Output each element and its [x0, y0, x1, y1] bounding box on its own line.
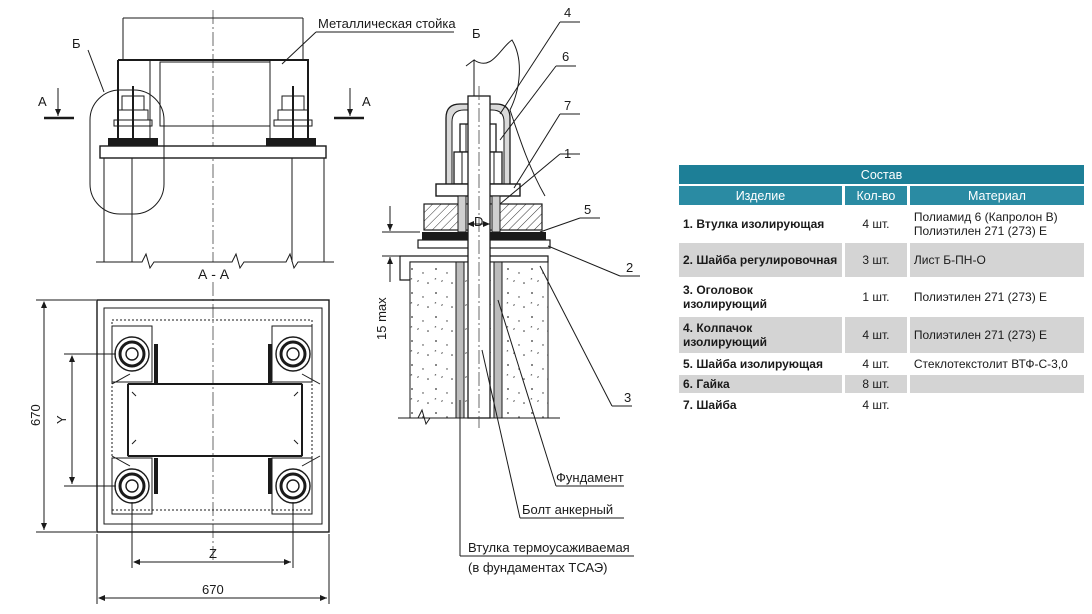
header-material: Материал [909, 186, 1084, 205]
cell-qty: 3 шт. [844, 243, 910, 277]
cell-item-name: 1. Втулка изолирующая [679, 207, 845, 241]
header-qty: Кол-во [844, 186, 910, 205]
cell-qty: 1 шт. [845, 279, 910, 315]
callout-5: 5 [584, 202, 591, 217]
bolt-tr [275, 336, 311, 372]
header-item: Изделие [679, 186, 845, 205]
table-title: Состав [679, 165, 1084, 184]
label-dim-670-horizontal: 670 [202, 582, 224, 597]
cell-material [909, 375, 1084, 393]
bolt-bl [114, 468, 150, 504]
cell-qty: 4 шт. [845, 207, 910, 241]
cell-material: Стеклотекстолит ВТФ-С-3,0 [910, 355, 1084, 373]
cell-item-name: 3. Оголовок изолирующий [679, 279, 845, 315]
callout-3: 3 [624, 390, 631, 405]
label-anchor-bolt: Болт анкерный [522, 502, 613, 517]
label-dim-y: Y [54, 415, 69, 424]
material-line: Полиэтилен 271 (273) Е [913, 224, 1048, 238]
cell-material [910, 395, 1084, 415]
material-line: Стеклотекстолит ВТФ-С-3,0 [913, 357, 1068, 371]
callout-4: 4 [564, 5, 571, 20]
label-sleeve-line1: Втулка термоусаживаемая [468, 540, 630, 555]
label-dim-z: Z [209, 546, 217, 561]
label-dim-d: D [474, 214, 483, 229]
callout-2: 2 [626, 260, 633, 275]
cell-qty: 8 шт. [844, 375, 910, 393]
front-view [44, 10, 454, 270]
label-dim-670-vertical: 670 [28, 404, 43, 426]
label-view-b-right: Б [472, 26, 481, 41]
cell-qty: 4 шт. [845, 355, 910, 373]
cell-item-name: 4. Колпачок изолирующий [679, 317, 845, 353]
cell-material: Полиэтилен 271 (273) Е [910, 279, 1084, 315]
cell-material: Полиэтилен 271 (273) Е [909, 317, 1084, 353]
cell-item-name: 6. Гайка [679, 375, 845, 393]
composition-table: Состав Изделие Кол-во Материал 1. Втулка… [679, 163, 1084, 417]
label-dim-15max: 15 max [374, 297, 389, 340]
material-line: Полиэтилен 271 (273) Е [913, 328, 1048, 342]
cell-qty: 4 шт. [844, 317, 910, 353]
label-metal-post: Металлическая стойка [318, 16, 456, 31]
cell-material: Лист Б-ПН-О [909, 243, 1084, 277]
label-sleeve-line2: (в фундаментах ТСАЭ) [468, 560, 608, 575]
callout-6: 6 [562, 49, 569, 64]
label-section-mark-left: А [38, 94, 47, 109]
cell-material: Полиамид 6 (Капролон В)Полиэтилен 271 (2… [910, 207, 1084, 241]
callout-1: 1 [564, 146, 571, 161]
cell-item-name: 2. Шайба регулировочная [679, 243, 845, 277]
bolt-br [275, 468, 311, 504]
material-line: Полиамид 6 (Капролон В) [913, 210, 1058, 224]
material-line: Полиэтилен 271 (273) Е [913, 290, 1048, 304]
label-view-b-left: Б [72, 36, 81, 51]
bolt-tl [114, 336, 150, 372]
label-section-title: А - А [198, 266, 230, 282]
callout-7: 7 [564, 98, 571, 113]
material-line: Лист Б-ПН-О [913, 253, 986, 267]
label-foundation: Фундамент [556, 470, 624, 485]
label-section-mark-right: А [362, 94, 371, 109]
cell-qty: 4 шт. [845, 395, 910, 415]
cell-item-name: 7. Шайба [679, 395, 845, 415]
detail-view [382, 21, 640, 557]
plan-view [36, 282, 330, 604]
cell-item-name: 5. Шайба изолирующая [679, 355, 845, 373]
